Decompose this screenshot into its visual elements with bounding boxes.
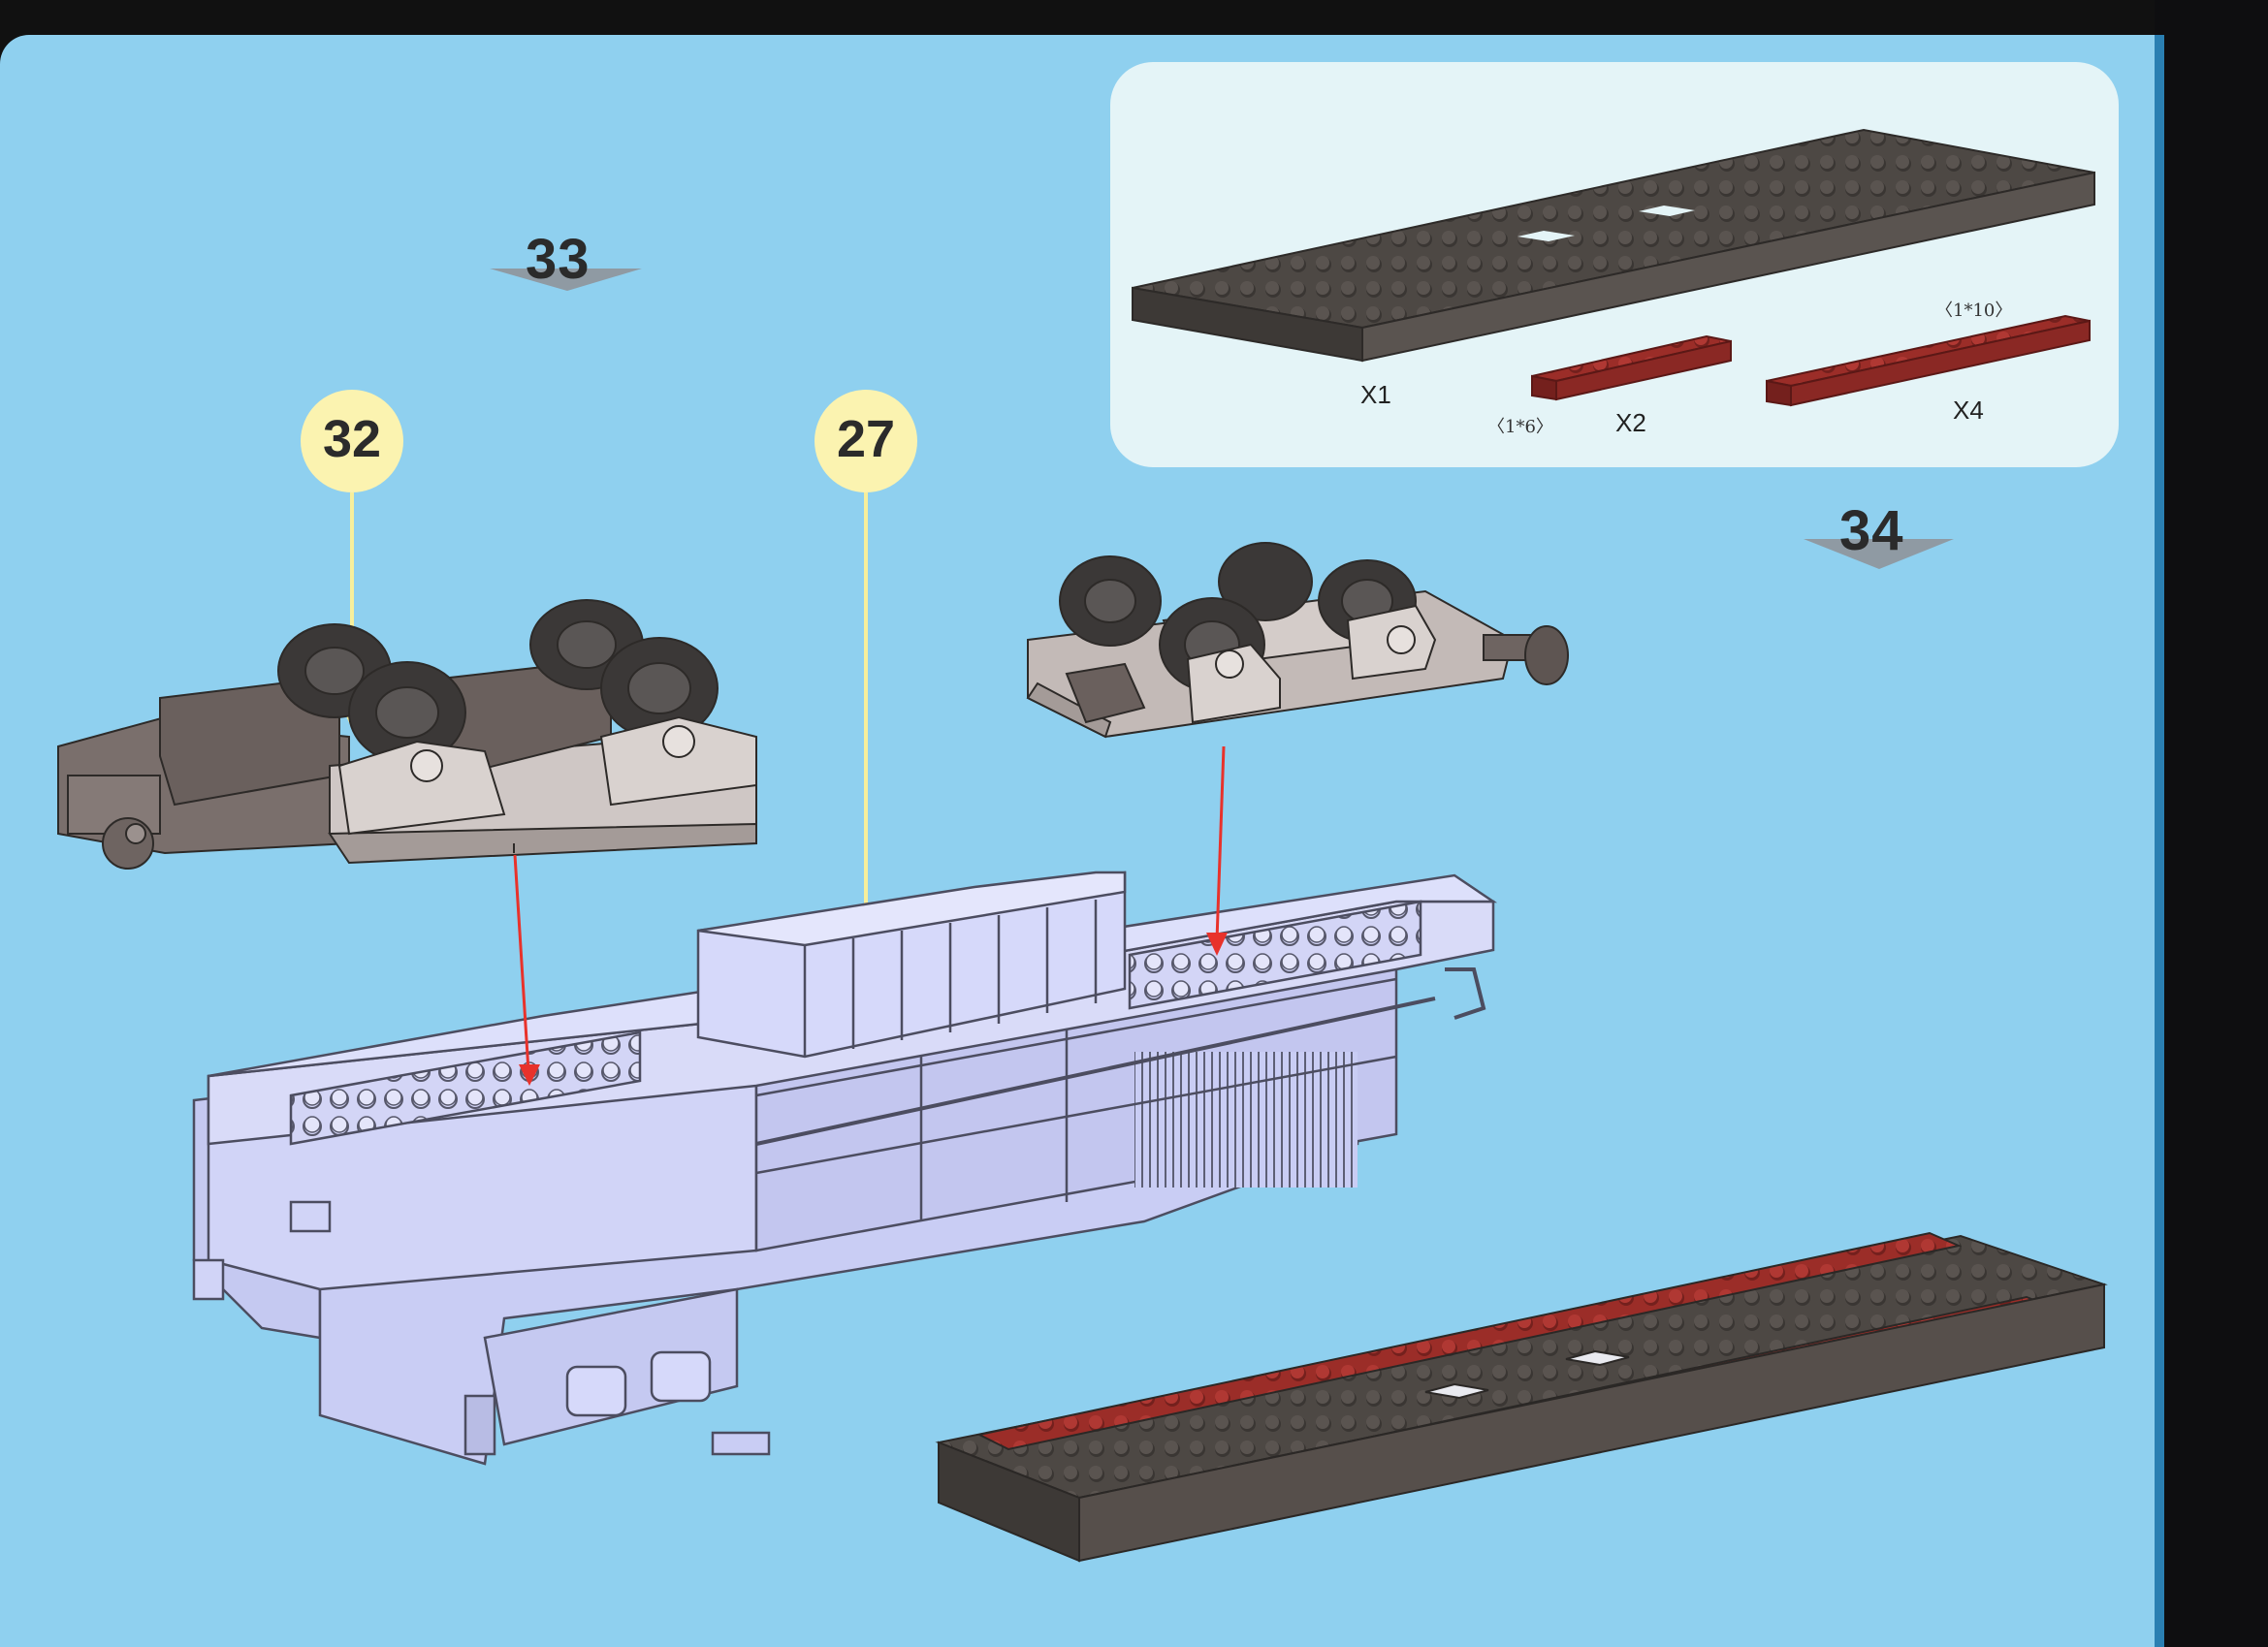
step-34-marker xyxy=(1804,539,1954,569)
right-bogie-assembly xyxy=(1026,542,1569,739)
part-long-red-plate xyxy=(1766,314,2091,407)
part-small-red-plate-size: 〈1*6〉 xyxy=(1487,417,1553,437)
parts-needed-box xyxy=(1110,62,2119,467)
part-long-red-plate-qty: X4 xyxy=(1953,396,1984,425)
step-33-marker xyxy=(490,269,642,291)
assembled-base-plate xyxy=(935,1231,2108,1563)
part-large-dark-plate xyxy=(1132,128,2095,363)
part-large-dark-plate-qty: X1 xyxy=(1360,380,1391,409)
part-long-red-plate-size: 〈1*10〉 xyxy=(1935,301,2013,321)
callout-27-label: 27 xyxy=(836,410,896,468)
left-bogie-assembly xyxy=(57,599,757,870)
step-34-label: 34 xyxy=(1839,499,1904,562)
part-small-red-plate xyxy=(1531,334,1732,401)
step-33-label: 33 xyxy=(526,228,591,291)
callout-27-bubble xyxy=(815,390,917,954)
book-spine xyxy=(2155,0,2268,1647)
placement-arrows xyxy=(513,745,1228,1086)
callout-32-label: 32 xyxy=(322,410,382,468)
locomotive-body xyxy=(192,871,1498,1466)
part-small-red-plate-qty: X2 xyxy=(1615,408,1646,437)
